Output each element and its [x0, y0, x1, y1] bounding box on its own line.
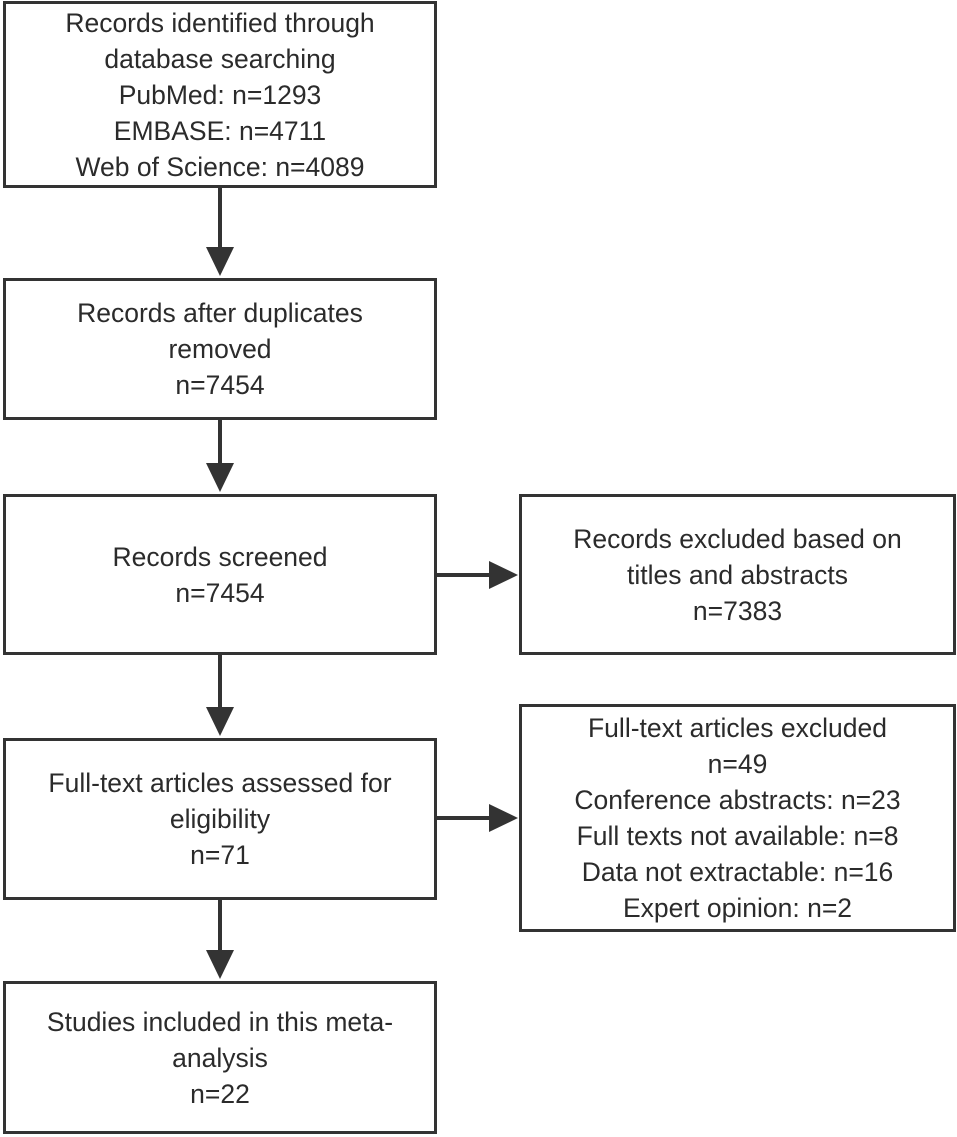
records-after-duplicates-box: Records after duplicates removed n=7454: [3, 278, 437, 420]
duplicates-line-1: Records after duplicates: [77, 298, 363, 328]
records-identified-web-of-science: Web of Science: n=4089: [75, 151, 365, 182]
included-line-2: analysis: [172, 1042, 268, 1073]
records-excluded-titles-box: Records excluded based on titles and abs…: [519, 494, 956, 655]
records-screened-box: Records screened n=7454: [3, 494, 437, 655]
fulltext-excluded-box: Full-text articles excluded n=49 Confere…: [519, 704, 956, 932]
screened-count: n=7454: [175, 577, 265, 608]
arrowhead-screened-to-excluded-titles: [489, 561, 518, 589]
duplicates-count: n=7454: [175, 370, 265, 400]
records-identified-line-1: Records identified through: [65, 7, 375, 38]
records-identified-box: Records identified through database sear…: [3, 1, 437, 188]
arrowhead-identified-to-duplicates: [206, 247, 234, 276]
excluded-full-texts-not-available: Full texts not available: n=8: [576, 821, 899, 851]
excluded-fulltext-count: n=49: [707, 749, 768, 779]
fulltext-count: n=71: [190, 840, 250, 870]
fulltext-assessed-box: Full-text articles assessed for eligibil…: [3, 738, 437, 900]
records-identified-pubmed: PubMed: n=1293: [118, 79, 322, 110]
fulltext-line-1: Full-text articles assessed for: [48, 768, 392, 798]
arrowhead-duplicates-to-screened: [206, 463, 234, 492]
arrowhead-screened-to-fulltext: [206, 707, 234, 736]
excluded-expert-opinion: Expert opinion: n=2: [622, 893, 853, 923]
duplicates-line-2: removed: [168, 334, 272, 364]
screened-label: Records screened: [112, 541, 328, 572]
excluded-data-not-extractable: Data not extractable: n=16: [581, 857, 894, 887]
arrowhead-fulltext-to-excluded-fulltext: [489, 804, 518, 832]
excluded-titles-count: n=7383: [692, 595, 783, 626]
excluded-fulltext-label: Full-text articles excluded: [588, 713, 887, 743]
studies-included-box: Studies included in this meta- analysis …: [3, 981, 437, 1134]
excluded-titles-line-1: Records excluded based on: [573, 523, 902, 554]
included-count: n=22: [190, 1078, 250, 1109]
excluded-conference-abstracts: Conference abstracts: n=23: [574, 785, 901, 815]
fulltext-line-2: eligibility: [169, 804, 271, 834]
arrowhead-fulltext-to-included: [206, 950, 234, 979]
records-identified-embase: EMBASE: n=4711: [113, 115, 327, 146]
records-identified-line-2: database searching: [104, 43, 336, 74]
included-line-1: Studies included in this meta-: [46, 1006, 394, 1037]
excluded-titles-line-2: titles and abstracts: [627, 559, 848, 590]
